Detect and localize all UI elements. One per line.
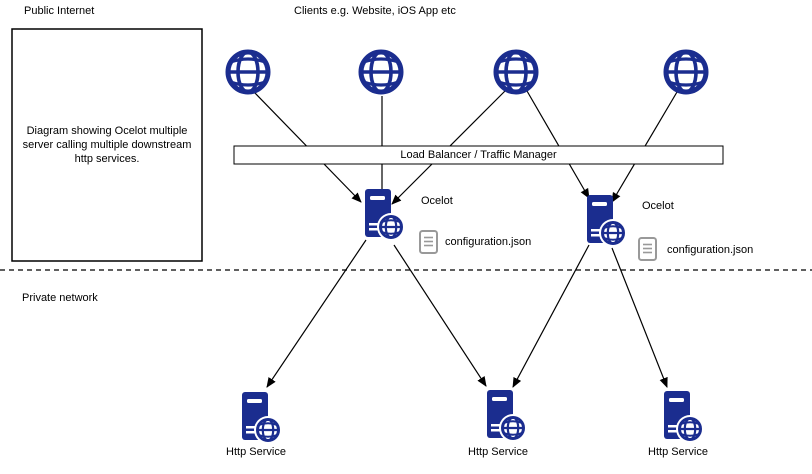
clients-label: Clients e.g. Website, iOS App etc [294, 5, 456, 17]
globe-icon [496, 52, 536, 92]
http-service1-label: Http Service [226, 446, 286, 458]
server-globe-icon [662, 389, 706, 445]
public-internet-label: Public Internet [24, 5, 95, 17]
globe-icon [666, 52, 706, 92]
ocelot1-label: Ocelot [421, 195, 453, 207]
arrow-ocelot2-to-service3 [611, 247, 668, 388]
description-box [11, 28, 203, 262]
server-globe-icon [485, 388, 529, 444]
load-balancer-box [233, 145, 724, 165]
http-service2-label: Http Service [468, 446, 528, 458]
private-network-label: Private network [22, 292, 98, 304]
ocelot2-label: Ocelot [642, 200, 674, 212]
load-balancer-label: Load Balancer / Traffic Manager [400, 149, 557, 161]
arrow-client3-to-ocelot2 [526, 90, 590, 199]
globe-icon [361, 52, 401, 92]
description-text-content: Diagram showing Ocelot multiple server c… [22, 125, 192, 165]
server-globe-icon [240, 390, 284, 446]
document-icon [638, 237, 657, 261]
arrow-ocelot1-to-service1 [266, 239, 367, 388]
arrow-ocelot1-to-service2 [393, 244, 487, 387]
server-globe-icon [585, 193, 629, 249]
arrow-ocelot2-to-service2 [512, 244, 590, 388]
globe-icon [228, 52, 268, 92]
ocelot2-config-label: configuration.json [667, 244, 754, 256]
description-text: Diagram showing Ocelot multiple server c… [12, 29, 202, 261]
document-icon [419, 230, 438, 254]
ocelot1-config-label: configuration.json [445, 236, 532, 248]
http-service3-label: Http Service [648, 446, 708, 458]
